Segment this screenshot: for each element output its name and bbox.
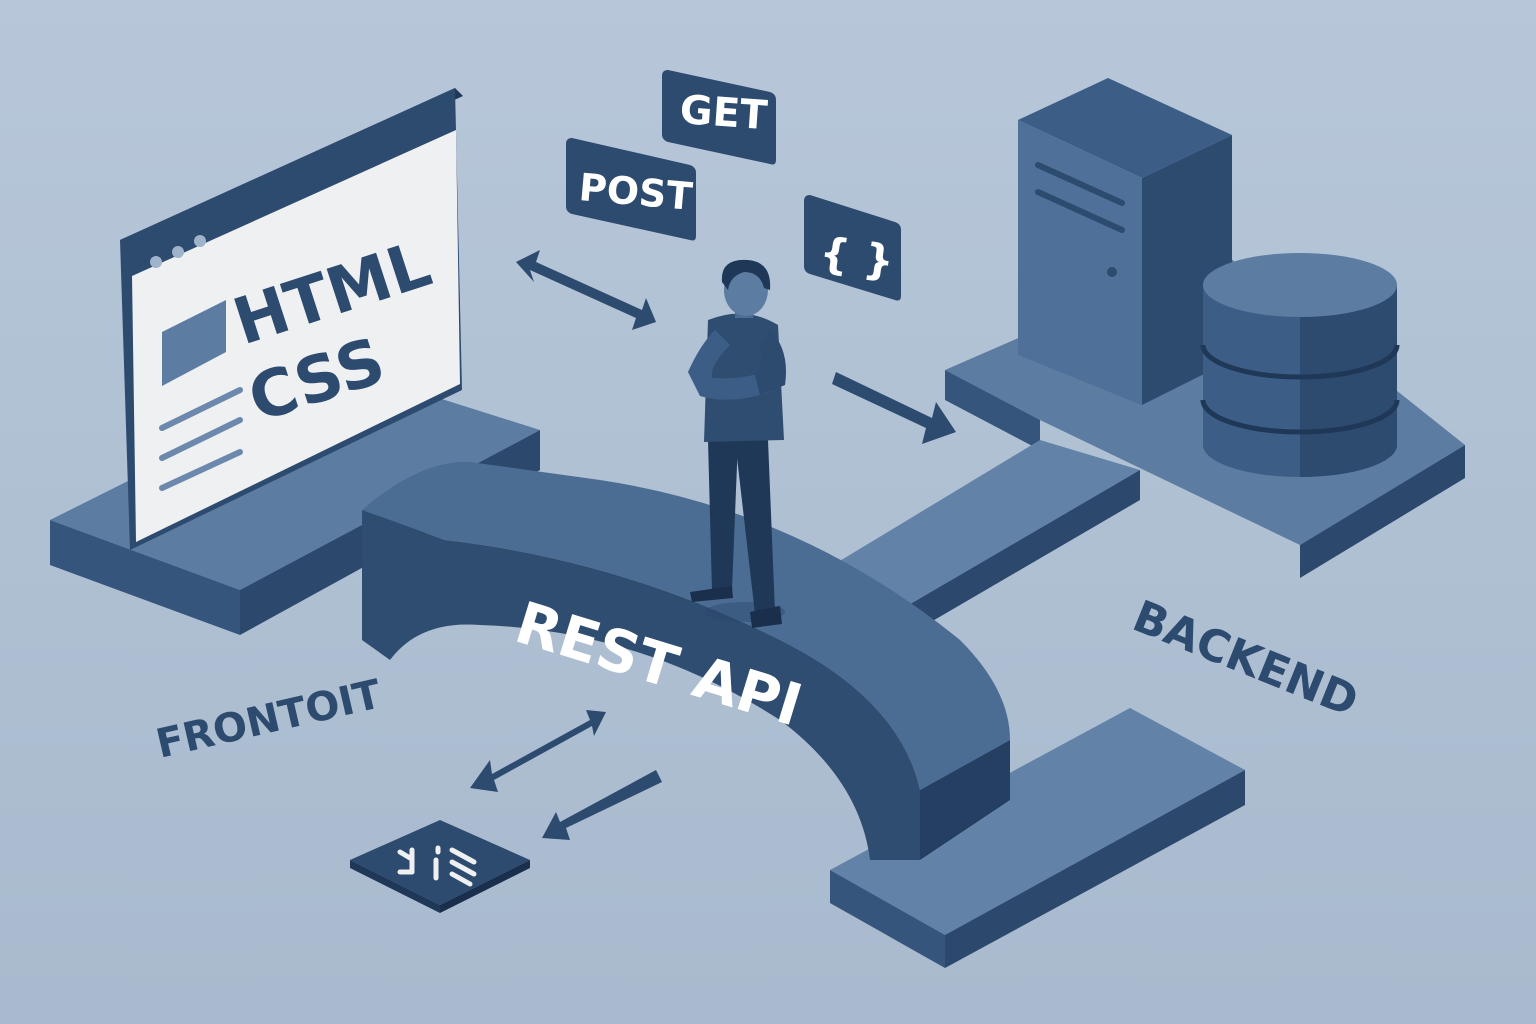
developer-person bbox=[688, 259, 786, 628]
post-tag: POST bbox=[566, 138, 696, 241]
window-dot-green bbox=[194, 235, 206, 247]
frontend-label: FRONTOIT bbox=[152, 671, 386, 768]
arrow-to-backend-icon bbox=[832, 372, 956, 444]
lower-step-platform bbox=[830, 708, 1245, 968]
json-label: { } bbox=[817, 227, 898, 286]
arrow-to-code-icon bbox=[542, 770, 662, 840]
window-dot-red bbox=[150, 256, 162, 268]
database-icon bbox=[1200, 253, 1400, 477]
get-label: GET bbox=[678, 87, 769, 139]
double-arrow-top-icon bbox=[516, 250, 656, 330]
server-tower-icon bbox=[1018, 78, 1232, 405]
code-badge-icon bbox=[350, 820, 530, 913]
text-line-3 bbox=[159, 449, 243, 491]
double-arrow-bottom-icon bbox=[470, 710, 606, 792]
browser-window: HTML CSS bbox=[120, 88, 463, 550]
image-placeholder bbox=[162, 300, 226, 386]
get-tag: GET bbox=[662, 70, 776, 165]
backend-walkway bbox=[800, 440, 1140, 640]
window-dot-yellow bbox=[172, 246, 184, 258]
post-label: POST bbox=[577, 165, 694, 219]
json-tag: { } bbox=[804, 195, 901, 301]
text-line-1 bbox=[159, 387, 243, 431]
backend-label: BACKEND bbox=[1126, 591, 1365, 727]
text-line-2 bbox=[159, 417, 243, 461]
